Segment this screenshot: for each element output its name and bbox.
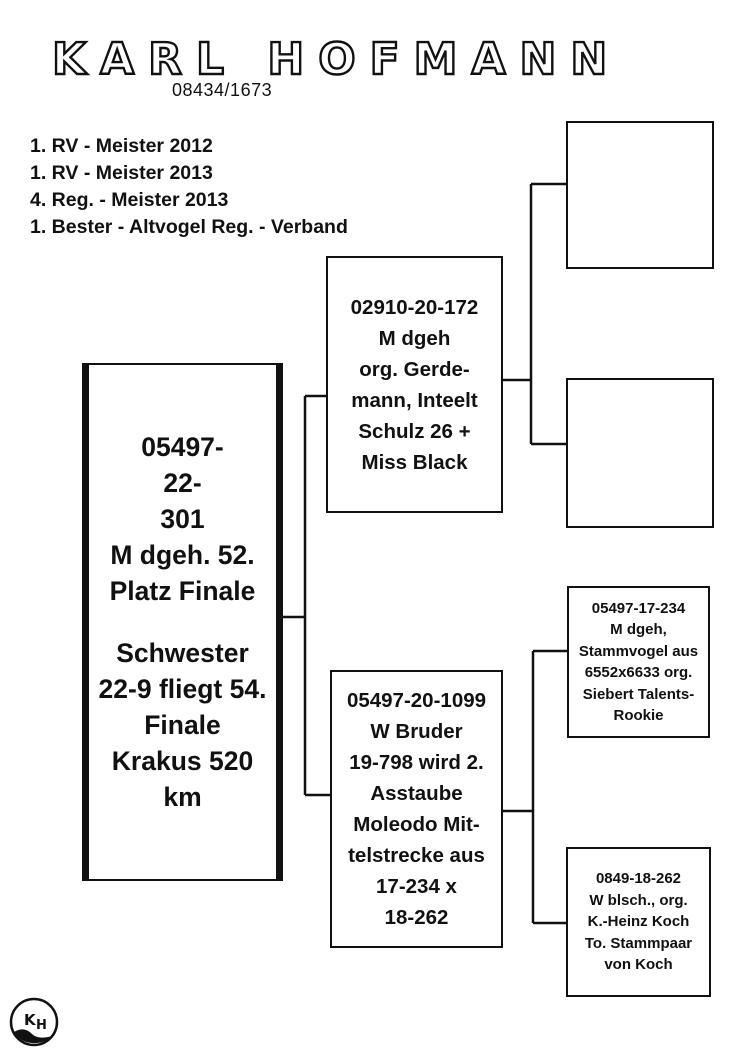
kh-logo-icon: K H <box>9 997 59 1047</box>
logo-letter-h: H <box>36 1018 47 1033</box>
achievement-list: 1. RV - Meister 2012 1. RV - Meister 201… <box>30 133 348 241</box>
subject-line: Krakus 520 <box>111 746 254 777</box>
breeder-name: KARL HOFMANN <box>51 34 622 85</box>
achievement-item: 1. RV - Meister 2013 <box>30 162 213 184</box>
father-text: 02910-20-172 M dgeh org. Gerde- mann, In… <box>351 292 479 478</box>
father-line: Schulz 26 + <box>358 419 471 443</box>
maternal-grandfather-line: Stammvogel aus <box>578 642 699 660</box>
father-line: 02910-20-172 <box>350 295 479 319</box>
father-line: M dgeh <box>378 326 451 350</box>
subject-line: 22-9 fliegt 54. <box>98 674 267 705</box>
subject-pigeon-text: 05497- 22- 301 M dgeh. 52. Platz Finale … <box>99 429 267 816</box>
subject-pigeon-card: 05497- 22- 301 M dgeh. 52. Platz Finale … <box>82 363 283 881</box>
mother-line: 05497-20-1099 <box>346 689 487 712</box>
achievement-item: 4. Reg. - Meister 2013 <box>30 189 229 211</box>
father-card: 02910-20-172 M dgeh org. Gerde- mann, In… <box>326 256 503 513</box>
maternal-grandmother-card: 0849-18-262 W blsch., org. K.-Heinz Koch… <box>566 847 711 997</box>
mother-line: Asstaube <box>370 782 463 805</box>
subject-line <box>99 609 267 636</box>
maternal-grandmother-text: 0849-18-262 W blsch., org. K.-Heinz Koch… <box>585 868 692 976</box>
mother-card: 05497-20-1099 W Bruder 19-798 wird 2. As… <box>330 670 503 948</box>
subject-line: 05497- <box>141 431 224 462</box>
father-line: mann, Inteelt <box>351 388 478 412</box>
maternal-grandfather-line: 6552x6633 org. <box>584 664 693 681</box>
mother-line: telstrecke aus <box>348 844 485 867</box>
father-line: Miss Black <box>361 450 468 474</box>
mother-text: 05497-20-1099 W Bruder 19-798 wird 2. As… <box>347 685 486 933</box>
mother-line: 17-234 x <box>376 875 457 898</box>
subject-line: 301 <box>160 503 205 534</box>
subject-line: Platz Finale <box>109 575 256 606</box>
subject-line: M dgeh. 52. <box>110 539 255 570</box>
maternal-grandfather-line: 05497-17-234 <box>591 599 686 617</box>
maternal-grandfather-line: Rookie <box>613 707 664 724</box>
logo-letter-k: K <box>24 1011 37 1029</box>
mother-line: Moleodo Mit- <box>353 813 480 836</box>
maternal-grandfather-line: Siebert Talents- <box>582 685 695 703</box>
achievement-item: 1. Bester - Altvogel Reg. - Verband <box>30 216 348 238</box>
maternal-grandfather-line: M dgeh, <box>610 621 667 638</box>
maternal-grandfather-card: 05497-17-234 M dgeh, Stammvogel aus 6552… <box>567 586 710 738</box>
maternal-grandfather-text: 05497-17-234 M dgeh, Stammvogel aus 6552… <box>579 598 698 727</box>
maternal-grandmother-line: 0849-18-262 <box>595 870 682 888</box>
father-line: org. Gerde- <box>359 357 470 381</box>
subject-line: Schwester <box>116 638 249 669</box>
subject-line: km <box>163 782 202 813</box>
breeder-id: 08434/1673 <box>172 80 273 100</box>
paternal-grandfather-card <box>566 121 714 269</box>
maternal-grandmother-line: To. Stammpaar <box>584 934 693 952</box>
achievement-item: 1. RV - Meister 2012 <box>30 135 213 157</box>
paternal-grandmother-card <box>566 378 714 528</box>
maternal-grandmother-line: K.-Heinz Koch <box>587 913 690 931</box>
mother-line: 19-798 wird 2. <box>349 751 484 774</box>
mother-line: 18-262 <box>384 906 449 929</box>
maternal-grandmother-line: W blsch., org. <box>589 891 688 909</box>
mother-line: W Bruder <box>370 720 463 743</box>
subject-line: Finale <box>144 710 221 741</box>
subject-line: 22- <box>163 467 202 498</box>
maternal-grandmother-line: von Koch <box>604 956 673 974</box>
